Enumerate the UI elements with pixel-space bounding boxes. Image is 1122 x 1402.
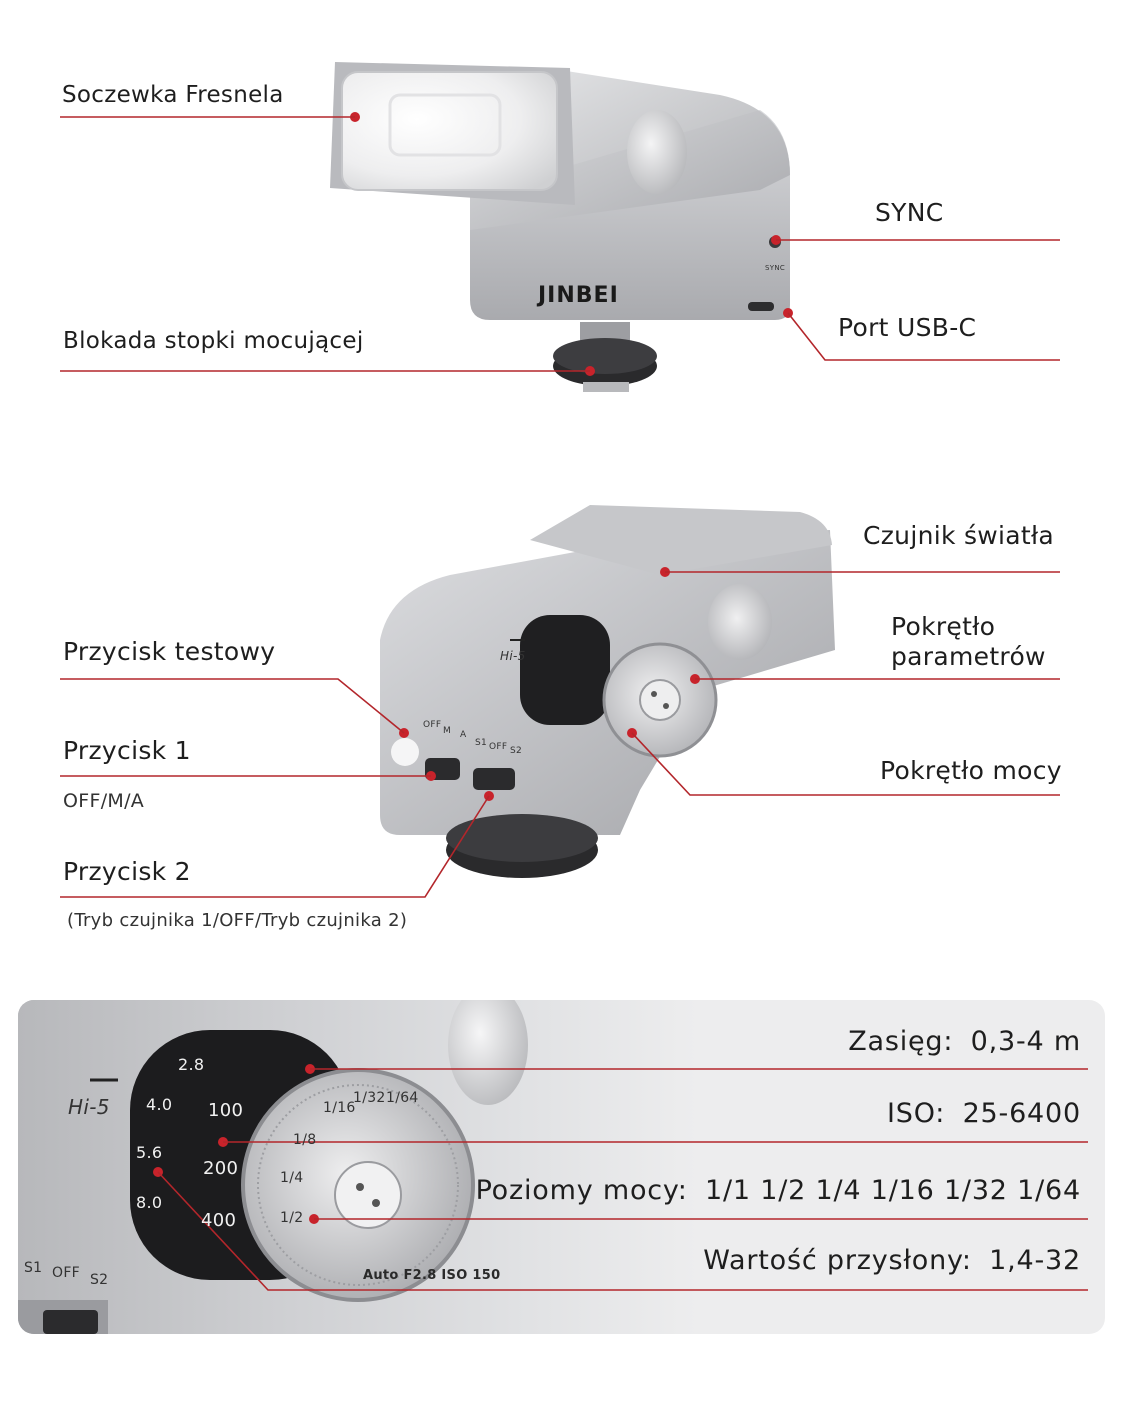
iso-scale-100: 100 <box>208 1100 244 1121</box>
flash-front-illustration <box>60 62 1060 392</box>
label-light-sensor: Czujnik światła <box>863 521 1055 550</box>
spec-aperture-value: 1,4-32 <box>989 1245 1081 1276</box>
switch2-marking-off: OFF <box>489 742 508 752</box>
aperture-scale-2-8: 2.8 <box>178 1055 205 1074</box>
spec-range-label: Zasięg: <box>848 1026 954 1057</box>
switch2-marking-s1: S1 <box>475 738 488 748</box>
dial-ring-text: Auto F2.8 ISO 150 <box>363 1268 501 1283</box>
switch-marking-s2: S2 <box>90 1272 109 1288</box>
dial-mark-1-32: 1/32 <box>353 1090 386 1106</box>
label-button1: Przycisk 1 <box>63 736 191 765</box>
dial-closeup-illustration <box>18 1000 1088 1334</box>
label-test-button: Przycisk testowy <box>63 637 276 666</box>
spec-iso: ISO: 25-6400 <box>887 1098 1081 1129</box>
label-power-dial: Pokrętło mocy <box>880 756 1062 785</box>
aperture-scale-5-6: 5.6 <box>136 1143 163 1162</box>
spec-range: Zasięg: 0,3-4 m <box>848 1026 1081 1057</box>
iso-scale-200: 200 <box>203 1158 239 1179</box>
switch-marking-s1: S1 <box>24 1260 43 1276</box>
spec-iso-label: ISO: <box>887 1098 946 1129</box>
switch2-marking-s2: S2 <box>510 746 523 756</box>
label-sync: SYNC <box>875 198 944 227</box>
spec-range-value: 0,3-4 m <box>970 1026 1081 1057</box>
flash-back-illustration <box>60 505 1060 898</box>
label-fresnel-lens: Soczewka Fresnela <box>62 82 284 108</box>
label-param-dial-line2: parametrów <box>891 642 1046 671</box>
spec-iso-value: 25-6400 <box>962 1098 1081 1129</box>
spec-aperture-label: Wartość przysłony: <box>703 1245 972 1276</box>
spec-panel: Hi-5 1/2 1/4 1/8 1/16 1/32 1/64 Auto F2.… <box>18 1000 1105 1334</box>
hi5-marking: Hi-5 <box>500 649 526 663</box>
brand-logo: JINBEI <box>538 283 619 308</box>
label-foot-lock: Blokada stopki mocującej <box>63 328 364 354</box>
label-button1-modes: OFF/M/A <box>63 790 145 812</box>
dial-mark-1-16: 1/16 <box>323 1100 356 1116</box>
label-param-dial-line1: Pokrętło <box>891 612 996 641</box>
sync-port-marking: SYNC <box>765 264 786 272</box>
label-button2-modes: (Tryb czujnika 1/OFF/Tryb czujnika 2) <box>67 910 408 931</box>
label-usb-port: Port USB-C <box>838 313 977 342</box>
aperture-scale-8-0: 8.0 <box>136 1193 163 1212</box>
dial-mark-1-8: 1/8 <box>293 1132 317 1148</box>
dial-mark-1-4: 1/4 <box>280 1170 304 1186</box>
spec-power-label: Poziomy mocy: <box>475 1175 688 1206</box>
switch1-marking-off: OFF <box>423 720 442 730</box>
spec-power-levels: Poziomy mocy: 1/1 1/2 1/4 1/16 1/32 1/64 <box>476 1175 1081 1206</box>
switch1-marking-m: M <box>443 726 452 736</box>
switch-marking-off: OFF <box>52 1265 81 1281</box>
spec-power-value: 1/1 1/2 1/4 1/16 1/32 1/64 <box>705 1175 1081 1206</box>
switch1-marking-a: A <box>460 730 467 740</box>
label-button2: Przycisk 2 <box>63 857 191 886</box>
dial-mark-1-64: 1/64 <box>386 1090 419 1106</box>
aperture-scale-4-0: 4.0 <box>146 1095 173 1114</box>
iso-scale-400: 400 <box>201 1210 237 1231</box>
hi5-marking: Hi-5 <box>68 1095 110 1119</box>
spec-aperture: Wartość przysłony: 1,4-32 <box>703 1245 1081 1276</box>
dial-mark-1-2: 1/2 <box>280 1210 304 1226</box>
